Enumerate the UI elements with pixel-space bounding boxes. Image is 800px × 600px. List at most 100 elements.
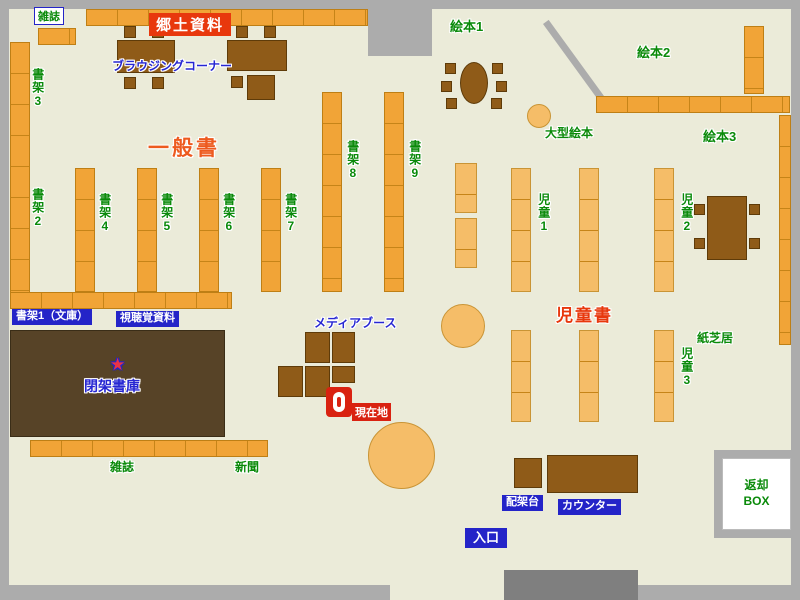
jido3-label: 児童3 (679, 347, 694, 388)
mid-shelf-b (455, 218, 477, 268)
media-booth-unit (305, 332, 330, 363)
pillar-round (368, 422, 435, 489)
return-box (722, 458, 791, 530)
jido1-shelf (511, 168, 531, 292)
pillar-top (368, 0, 432, 56)
shelf8-unit (322, 92, 342, 292)
general-books-label: 一般書 (148, 137, 220, 160)
entrance-mat (504, 570, 638, 600)
haikadai-desk (514, 458, 542, 488)
shelf6-unit (199, 168, 219, 292)
right-wall-shelf (779, 115, 791, 345)
media-booth-unit (332, 366, 355, 383)
chair (749, 238, 760, 249)
shelf5-unit (137, 168, 157, 292)
magazines-bottom-label: 雑誌 (110, 460, 135, 474)
chair (124, 77, 136, 89)
return-box-label: 返却 BOX (722, 478, 791, 509)
jido-mid-shelf (579, 168, 599, 292)
chair (694, 238, 705, 249)
audiovisual-label: 視聴覚資料 (116, 311, 179, 327)
wall-left (0, 0, 9, 600)
media-booth-unit (278, 366, 303, 397)
entrance-label: 入口 (465, 528, 508, 549)
haikadai-label: 配架台 (502, 495, 543, 511)
mid-shelf-a (455, 163, 477, 213)
return-box-wall-left (714, 450, 722, 538)
ehon3-label: 絵本3 (703, 129, 737, 144)
return-box-label-line2: BOX (743, 493, 770, 508)
shelf9-label: 書架9 (407, 140, 422, 181)
large-ehon-label: 大型絵本 (545, 126, 594, 140)
chair (694, 204, 705, 215)
shelf8-label: 書架8 (345, 140, 360, 181)
wall-right (791, 0, 800, 600)
ehon1-label: 絵本1 (450, 19, 484, 34)
magazine-shelf-top (38, 28, 76, 45)
chair (124, 26, 136, 38)
media-booth-label: メディアブース (314, 316, 397, 330)
ehon2-label: 絵本2 (637, 45, 671, 60)
chair (441, 81, 452, 92)
wall-bottom-left (0, 585, 390, 600)
jido2-shelf (654, 168, 674, 292)
children-table (707, 196, 747, 260)
chair (749, 204, 760, 215)
audiovisual-shelf (10, 292, 232, 309)
current-location-ring (333, 392, 345, 412)
chair (445, 63, 456, 74)
jido-lower-shelf-b (579, 330, 599, 422)
star-icon: ★ (110, 355, 126, 374)
browsing-table-2 (227, 40, 287, 71)
chair (152, 77, 164, 89)
chair (264, 26, 276, 38)
wall-diagonal (543, 19, 604, 101)
ehon1-round-table (460, 62, 488, 104)
current-location-label: 現在地 (352, 403, 391, 421)
kamishibai-label: 紙芝居 (697, 331, 734, 345)
center-round-table (441, 304, 485, 348)
ehon2-shelf (596, 96, 790, 113)
current-location-icon (326, 387, 352, 417)
counter-label: カウンター (558, 499, 621, 515)
shelf5-label: 書架5 (159, 193, 174, 234)
shelf1-bunko-label: 書架1（文庫） (12, 309, 93, 325)
jido-lower-shelf-a (511, 330, 531, 422)
current-location-core (337, 397, 341, 407)
large-ehon-table (527, 104, 551, 128)
bottom-magazine-shelf (30, 440, 268, 457)
magazines-top-label: 雑誌 (34, 7, 64, 25)
jido3-shelf (654, 330, 674, 422)
shelf9-unit (384, 92, 404, 292)
browsing-table-1 (117, 40, 175, 73)
media-booth-unit (305, 366, 330, 397)
shelf2-label: 書架2 (30, 188, 45, 229)
return-box-label-line1: 返却 (744, 478, 769, 492)
left-wall-shelf (10, 42, 30, 300)
shelf4-label: 書架4 (97, 193, 112, 234)
shelf3-label: 書架3 (30, 68, 45, 109)
return-box-wall-bottom (714, 530, 791, 538)
chair (446, 98, 457, 109)
chair (236, 26, 248, 38)
chair (231, 76, 243, 88)
closed-stacks-area (10, 330, 225, 437)
browsing-corner-label: ブラウジングコーナー (112, 59, 233, 73)
shelf7-unit (261, 168, 281, 292)
shelf6-label: 書架6 (221, 193, 236, 234)
counter-desk (547, 455, 638, 493)
closed-stacks-label: 閉架書庫 (84, 378, 140, 394)
top-right-shelf (744, 26, 764, 94)
browsing-table-3 (247, 75, 275, 100)
local-materials-banner: 郷土資料 (149, 13, 232, 36)
shelf7-label: 書架7 (283, 193, 298, 234)
chair (492, 63, 503, 74)
chair (496, 81, 507, 92)
shelf4-unit (75, 168, 95, 292)
jido2-label: 児童2 (679, 193, 694, 234)
jido1-label: 児童1 (536, 193, 551, 234)
newspaper-label: 新聞 (235, 460, 260, 474)
chair (491, 98, 502, 109)
children-books-label: 児童書 (556, 306, 613, 325)
